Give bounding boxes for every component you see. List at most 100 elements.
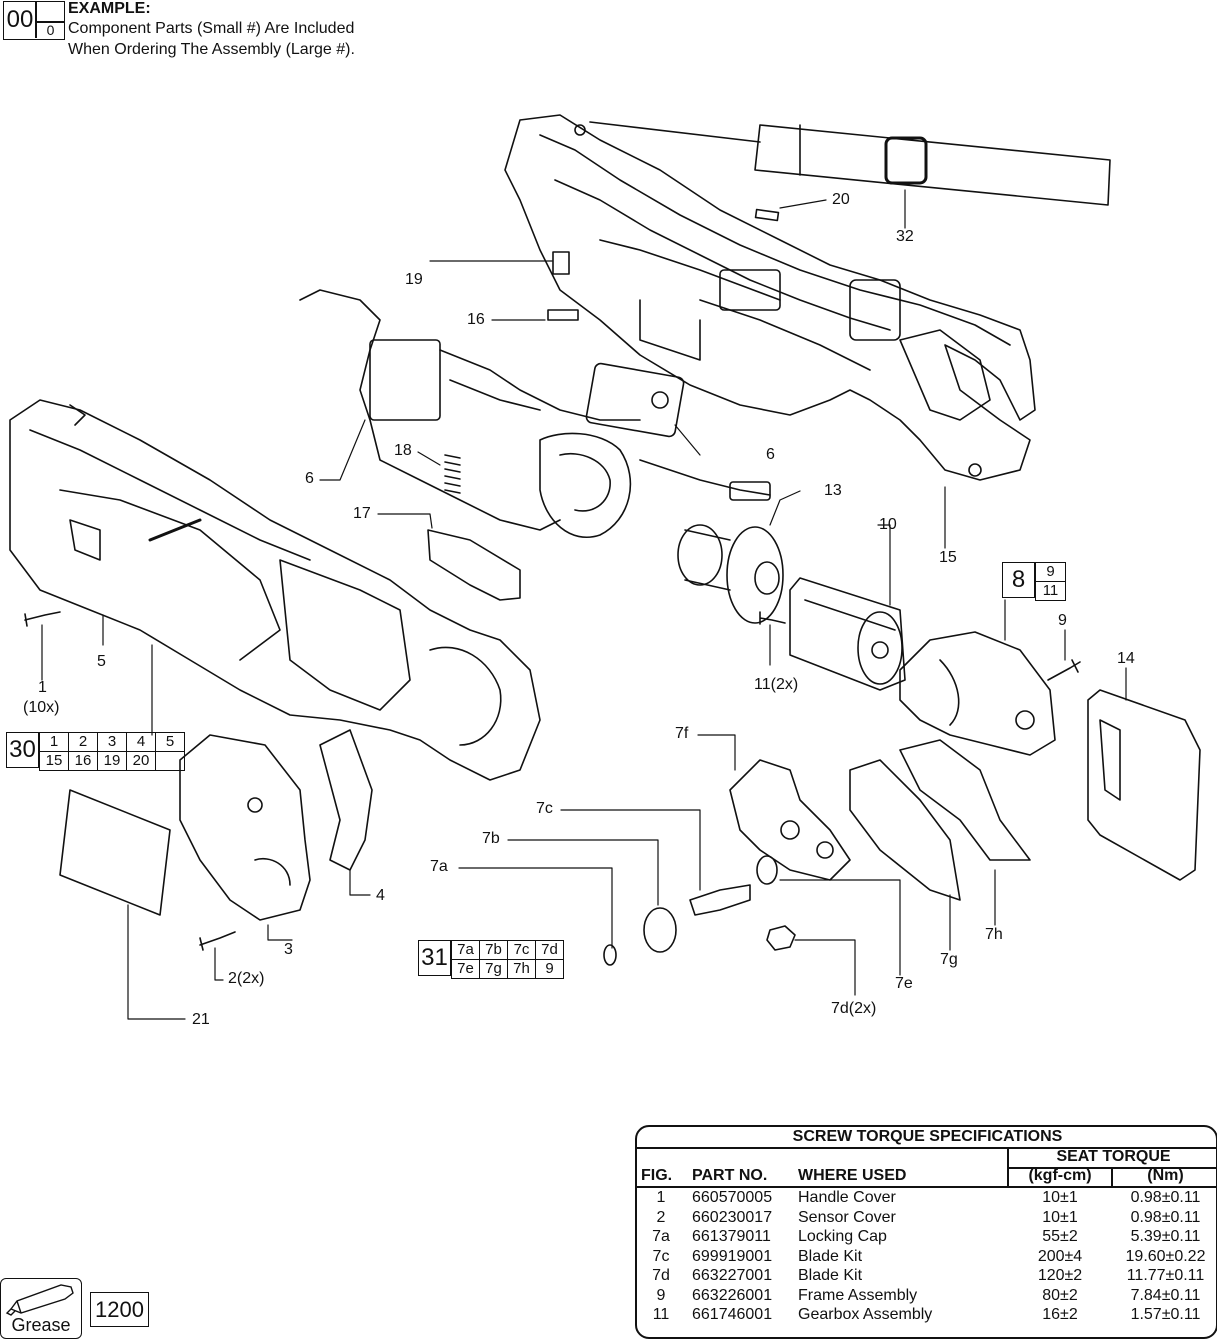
- callout-4: 4: [376, 887, 385, 904]
- bolt-part-7c: [689, 884, 751, 916]
- screw-part-1: [24, 611, 61, 627]
- cover-part-14: [1087, 689, 1201, 881]
- grease-code: 1200: [95, 1297, 144, 1322]
- seat-torque-header: SEAT TORQUE: [1056, 1148, 1171, 1165]
- callout-5: 5: [97, 653, 106, 670]
- assembly-30-component: 4: [127, 732, 156, 752]
- motor-part-10: [789, 577, 906, 691]
- callout-9: 9: [1058, 612, 1067, 629]
- cover-detail-14: [1099, 719, 1121, 801]
- example-heading: EXAMPLE:: [68, 0, 151, 17]
- trigger-part-17: [427, 529, 521, 601]
- torque-cell-fig: 9: [656, 1286, 666, 1304]
- housing-part-15: [504, 114, 1036, 481]
- torque-spec-table: SCREW TORQUE SPECIFICATIONS SEAT TORQUE …: [635, 1125, 1217, 1339]
- assembly-8-id: 8: [1002, 562, 1035, 598]
- assembly-31-component: 7e: [452, 960, 480, 979]
- assembly-30-component: 2: [69, 732, 98, 752]
- torque-cell-fig: 1: [656, 1189, 666, 1206]
- assembly-31-component: 7a: [452, 940, 480, 960]
- torque-cell-kgf: 16±2: [1042, 1306, 1078, 1323]
- torque-cell-fig: 7c: [652, 1247, 670, 1265]
- header-where-used: WHERE USED: [798, 1167, 907, 1184]
- clip-part-20: [754, 208, 780, 222]
- torque-cell-nm: 19.60±0.22: [1125, 1247, 1206, 1265]
- torque-cell-where: Blade Kit: [798, 1267, 863, 1284]
- torque-cell-fig: 7d: [652, 1267, 670, 1284]
- assembly-30-component: 20: [127, 752, 156, 771]
- cap-part-7a: [603, 944, 617, 966]
- callout-7e: 7e: [895, 975, 913, 992]
- torque-cell-where: Blade Kit: [798, 1247, 863, 1265]
- washer-part-7e: [756, 855, 778, 885]
- callout-1: 1: [38, 679, 47, 696]
- callout-15: 15: [939, 549, 957, 566]
- assembly-30-component: [156, 752, 185, 771]
- torque-cell-nm: 11.77±0.11: [1126, 1267, 1205, 1284]
- torque-cell-where: Frame Assembly: [798, 1286, 918, 1304]
- callout-7a: 7a: [430, 858, 448, 875]
- callout-20: 20: [832, 191, 850, 208]
- torque-cell-nm: 0.98±0.11: [1130, 1208, 1201, 1226]
- screw-part-2: [199, 931, 236, 951]
- assembly-31-component: 7c: [508, 940, 536, 960]
- blade-part-7g: [849, 759, 961, 901]
- torque-cell-kgf: 10±1: [1042, 1189, 1078, 1206]
- callout-14: 14: [1117, 650, 1135, 667]
- torque-cell-kgf: 55±2: [1042, 1228, 1078, 1245]
- assembly-8-component: 11: [1036, 582, 1066, 601]
- callout-13: 13: [824, 482, 842, 499]
- torque-table-title: SCREW TORQUE SPECIFICATIONS: [792, 1128, 1063, 1145]
- header-kgf-cm: (kgf-cm): [1028, 1167, 1092, 1184]
- torque-cell-part: 661746001: [692, 1306, 773, 1323]
- header-part-no: PART NO.: [692, 1167, 768, 1184]
- torque-cell-fig: 2: [656, 1208, 666, 1226]
- armature-part-13: [677, 524, 784, 624]
- callout-1-quantity: (10x): [23, 699, 60, 716]
- example-assembly-box: 00 0: [3, 1, 65, 40]
- callout-17: 17: [353, 505, 371, 522]
- assembly-31-component: 7g: [480, 960, 508, 979]
- gearbox-part-8: [899, 631, 1056, 756]
- nut-part-7d: [766, 925, 796, 951]
- assembly-30-component: 16: [69, 752, 98, 771]
- plate-part-4: [319, 729, 373, 871]
- grease-tube-icon: [5, 1284, 74, 1316]
- assembly-30-component: 1: [40, 732, 69, 752]
- callout-6-right: 6: [766, 446, 775, 463]
- callout-7g: 7g: [940, 951, 958, 968]
- torque-cell-part: 660570005: [692, 1189, 773, 1206]
- label-strip-part-32: [589, 121, 1111, 206]
- assembly-31-component: 7b: [480, 940, 508, 960]
- screw-part-9: [1047, 659, 1081, 681]
- assembly-31-component: 7h: [508, 960, 536, 979]
- grease-code-box: 1200: [90, 1292, 149, 1327]
- torque-cell-where: Locking Cap: [798, 1228, 887, 1245]
- example-line-2: When Ordering The Assembly (Large #).: [68, 41, 355, 58]
- grease-symbol: Grease: [0, 1278, 82, 1339]
- callout-7h: 7h: [985, 926, 1003, 943]
- callout-11: 11(2x): [754, 676, 799, 693]
- main-body-part-5: [9, 399, 541, 781]
- grease-label: Grease: [11, 1315, 71, 1335]
- callout-32: 32: [896, 228, 914, 245]
- callout-7f: 7f: [675, 725, 689, 742]
- torque-cell-part: 699919001: [692, 1247, 773, 1265]
- torque-cell-kgf: 200±4: [1037, 1247, 1083, 1265]
- callout-3: 3: [284, 941, 293, 958]
- assembly-30-component: 15: [40, 752, 69, 771]
- torque-cell-nm: 7.84±0.11: [1130, 1286, 1201, 1304]
- leader-lines: [41, 189, 1127, 1020]
- bracket-part-19: [552, 251, 570, 275]
- callout-7b: 7b: [482, 830, 500, 847]
- bearing-part-7b: [643, 907, 677, 953]
- assembly-30-component: 19: [98, 752, 127, 771]
- torque-cell-kgf: 120±2: [1037, 1267, 1083, 1284]
- torque-cell-fig: 11: [652, 1306, 670, 1323]
- callout-2: 2(2x): [228, 970, 265, 987]
- torque-cell-kgf: 80±2: [1042, 1286, 1078, 1304]
- torque-cell-where: Gearbox Assembly: [798, 1306, 933, 1323]
- callout-6-left: 6: [305, 470, 314, 487]
- torque-cell-kgf: 10±1: [1042, 1208, 1078, 1226]
